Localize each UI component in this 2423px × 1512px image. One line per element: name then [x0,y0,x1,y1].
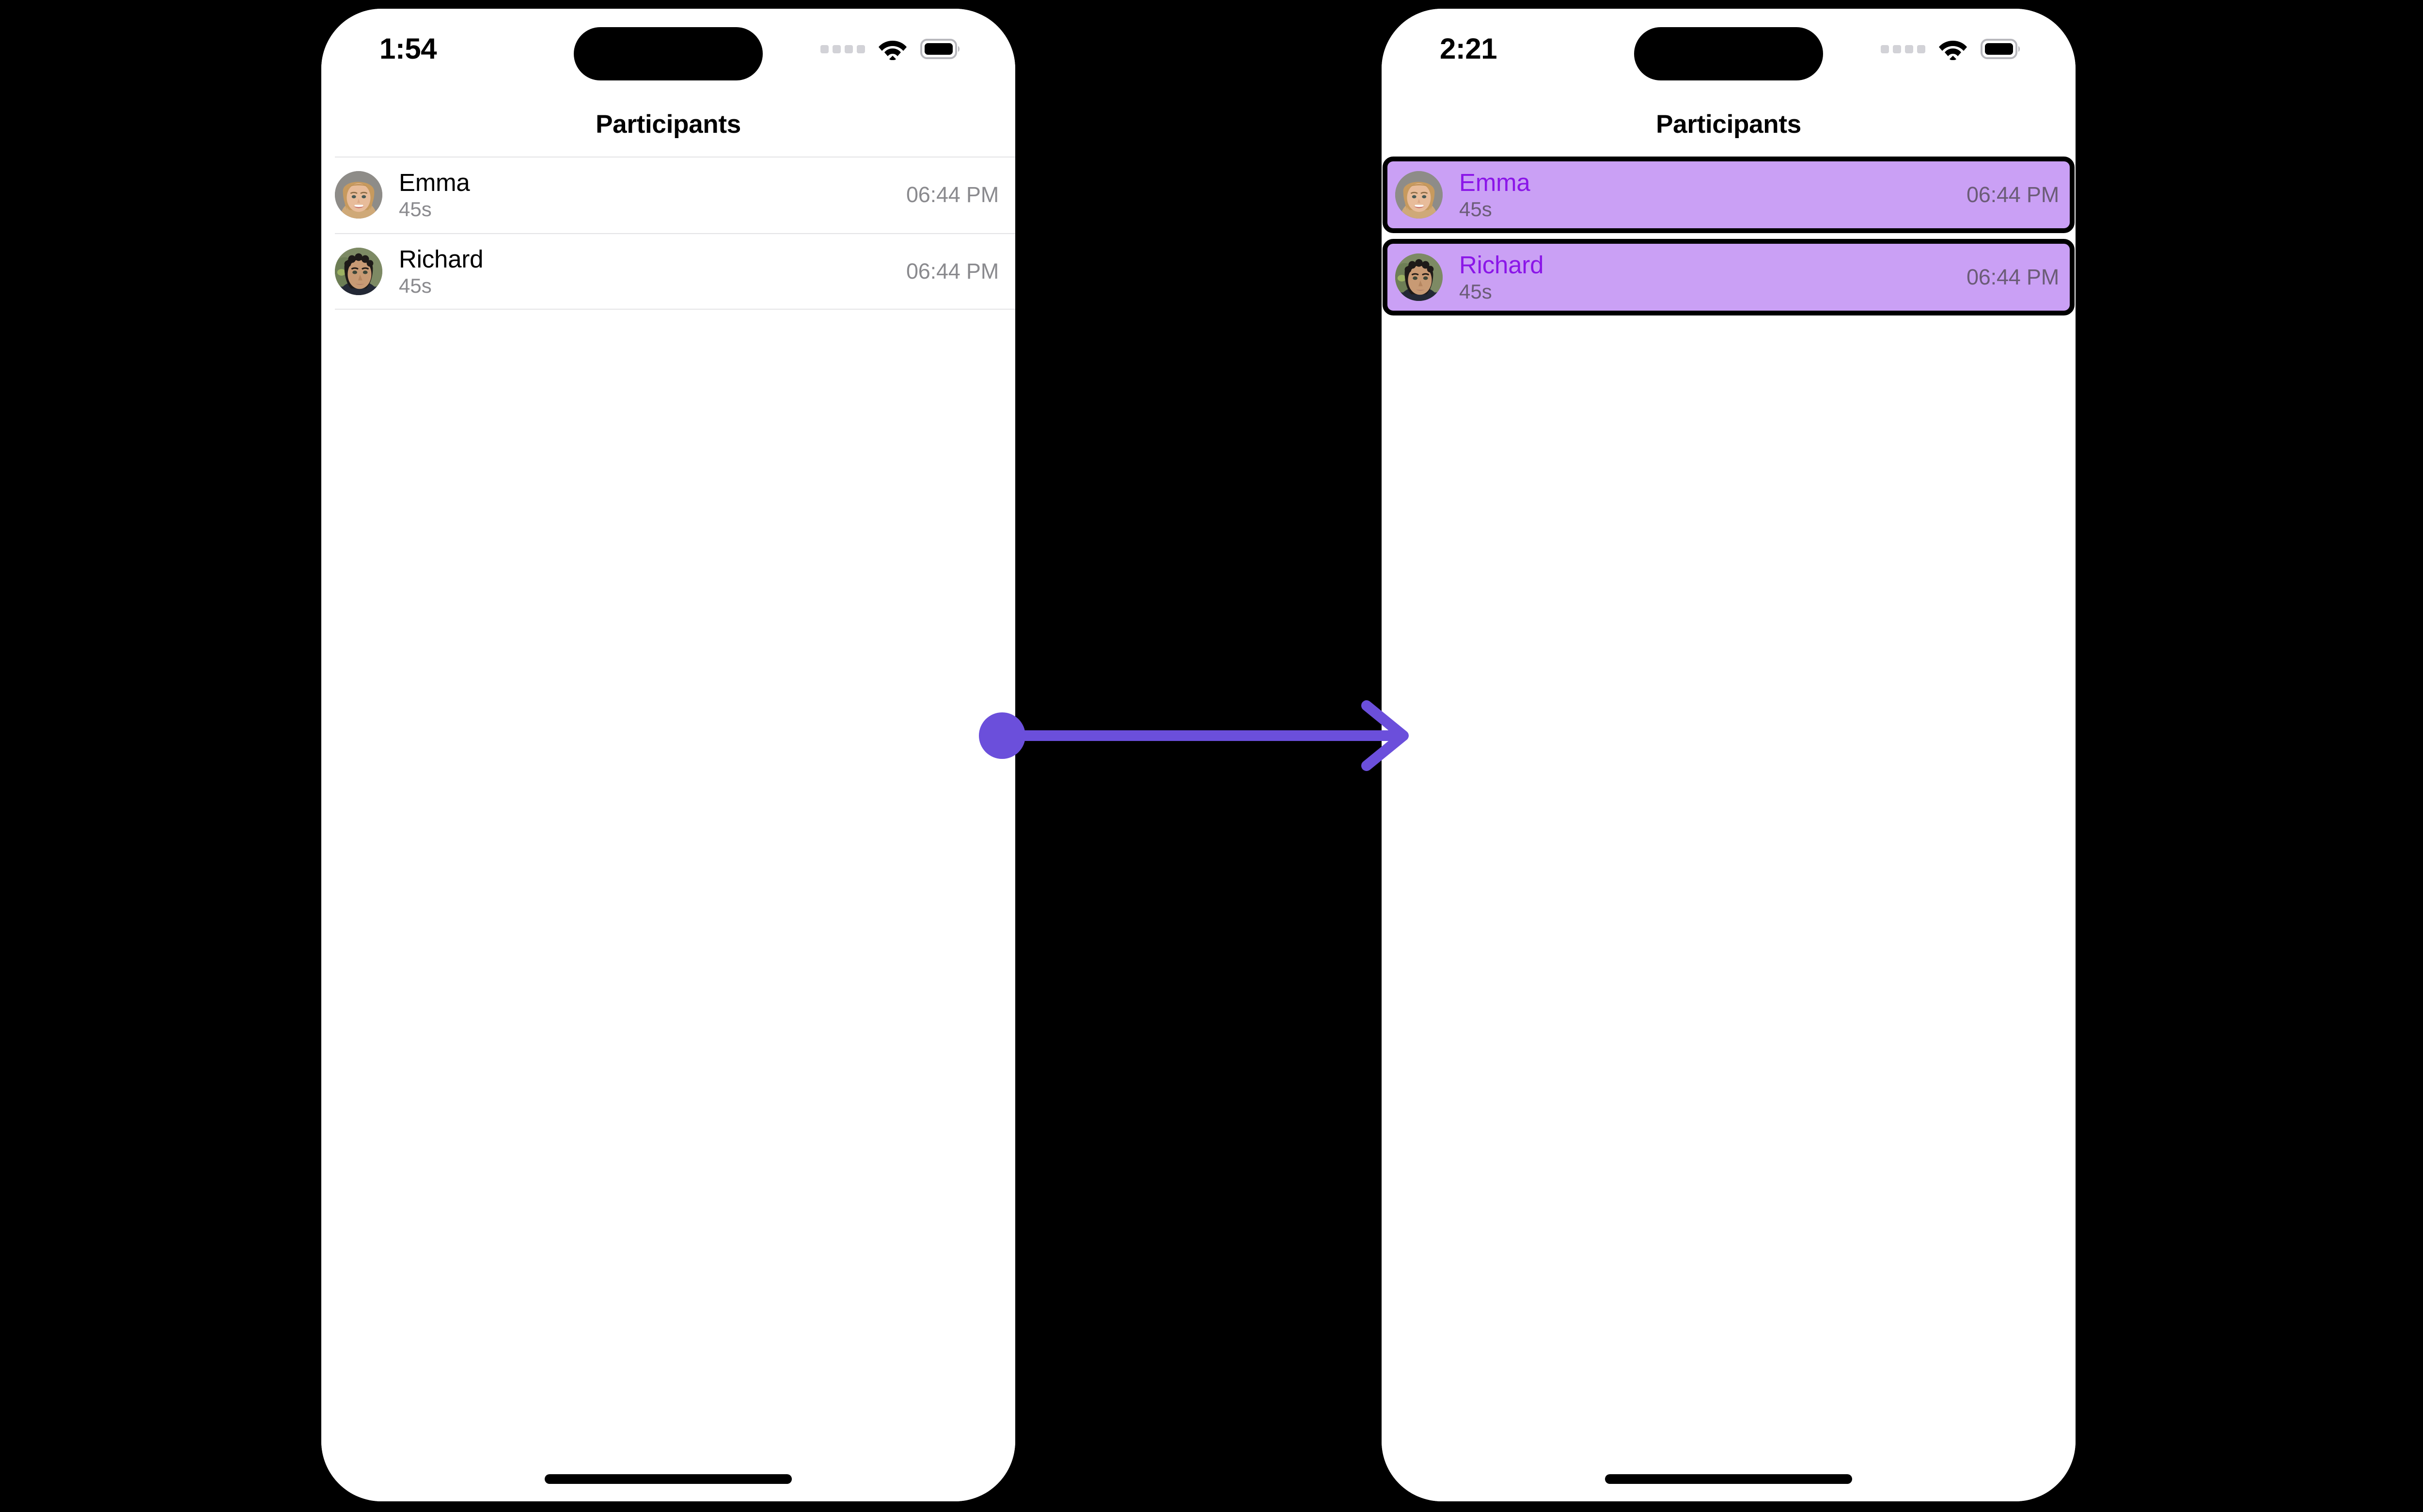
avatar [1395,171,1443,219]
status-bar: 2:21 [1382,9,2076,80]
participant-name: Emma [1459,169,1530,197]
participant-time: 06:44 PM [906,259,999,284]
participants-list: Emma 45s 06:44 PM [321,157,1015,310]
page-title: Participants [1656,110,1801,139]
transition-arrow-icon [979,700,1409,771]
screen-before: 1:54 [321,9,1015,1501]
status-bar: 1:54 [321,9,1015,80]
wifi-icon [878,38,908,60]
dynamic-island [574,27,763,80]
row-text: Emma 45s [399,170,906,220]
participant-time: 06:44 PM [906,182,999,207]
participant-name: Emma [399,169,470,197]
status-bar-time: 1:54 [379,32,437,65]
row-text: Richard 45s [1459,252,1967,302]
participant-time: 06:44 PM [1966,182,2059,207]
participant-name: Richard [399,245,484,273]
avatar [335,248,382,295]
phone-after: 2:21 [1382,9,2076,1501]
status-bar-indicators [820,29,961,60]
battery-full-icon [1981,39,2021,59]
selection-highlight [1383,157,2075,233]
avatar [335,171,382,219]
table-row[interactable]: Richard 45s 06:44 PM [1382,239,2076,315]
status-bar-indicators [1881,29,2021,60]
table-row[interactable]: Emma 45s 06:44 PM [321,157,1015,233]
selection-highlight [1383,239,2075,315]
participant-name: Richard [1459,251,1544,279]
cellular-dots-icon [820,45,865,53]
dynamic-island [1634,27,1823,80]
participant-duration: 45s [399,197,432,220]
participant-duration: 45s [1459,280,1492,303]
status-bar-time: 2:21 [1440,32,1497,65]
home-indicator [545,1474,792,1484]
cellular-dots-icon [1881,45,1925,53]
participant-duration: 45s [1459,197,1492,220]
avatar [1395,253,1443,301]
screen-after: 2:21 [1382,9,2076,1501]
participants-list: Emma 45s 06:44 PM [1382,157,2076,321]
page-title: Participants [596,110,741,139]
table-row[interactable]: Richard 45s 06:44 PM [321,233,1015,310]
participant-duration: 45s [399,274,432,297]
participant-time: 06:44 PM [1966,265,2059,289]
table-row[interactable]: Emma 45s 06:44 PM [1382,157,2076,233]
row-text: Emma 45s [1459,170,1967,220]
phone-before: 1:54 [321,9,1015,1501]
wifi-icon [1938,38,1968,60]
home-indicator [1605,1474,1852,1484]
row-text: Richard 45s [399,246,906,297]
battery-full-icon [920,39,961,59]
